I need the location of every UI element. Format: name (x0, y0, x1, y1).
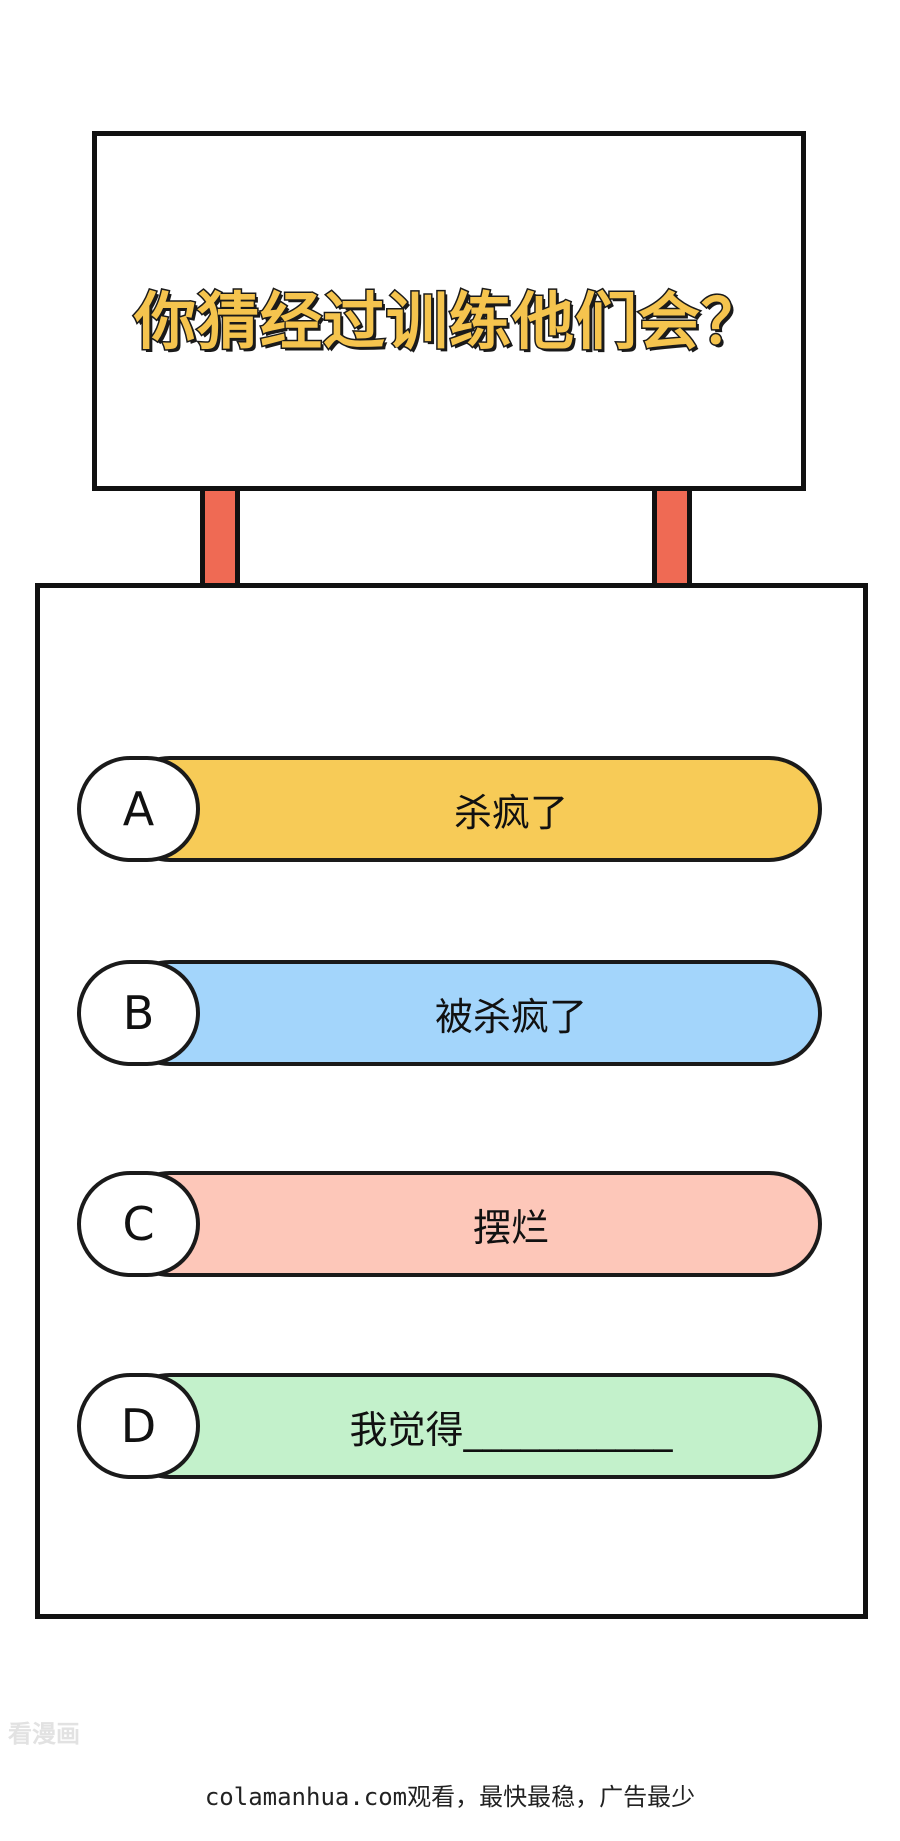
option-b-text: 被杀疯了 (434, 994, 587, 1039)
sign-post-left (200, 491, 240, 585)
option-a[interactable]: A 杀疯了 (77, 756, 822, 862)
option-b-letter: B (77, 960, 200, 1066)
option-d-letter: D (77, 1373, 200, 1479)
question-sign-board: 你猜经过训练他们会？ (92, 131, 806, 491)
footer-text: colamanhua.com观看，最快最稳，广告最少 (204, 1783, 696, 1811)
watermark: 看漫画 (8, 1720, 80, 1748)
option-c-text: 摆烂 (472, 1205, 549, 1250)
sign-post-right (652, 491, 692, 585)
option-a-text: 杀疯了 (453, 790, 568, 835)
option-c[interactable]: C 摆烂 (77, 1171, 822, 1277)
option-b[interactable]: B 被杀疯了 (77, 960, 822, 1066)
option-c-bar (117, 1171, 822, 1277)
question-title: 你猜经过训练他们会？ (132, 284, 764, 360)
option-a-letter: A (77, 756, 200, 862)
option-d[interactable]: D 我觉得___________ (77, 1373, 822, 1479)
option-d-text: 我觉得___________ (349, 1407, 673, 1452)
option-b-bar (117, 960, 822, 1066)
option-c-letter: C (77, 1171, 200, 1277)
option-d-bar (117, 1373, 822, 1479)
option-a-bar (117, 756, 822, 862)
